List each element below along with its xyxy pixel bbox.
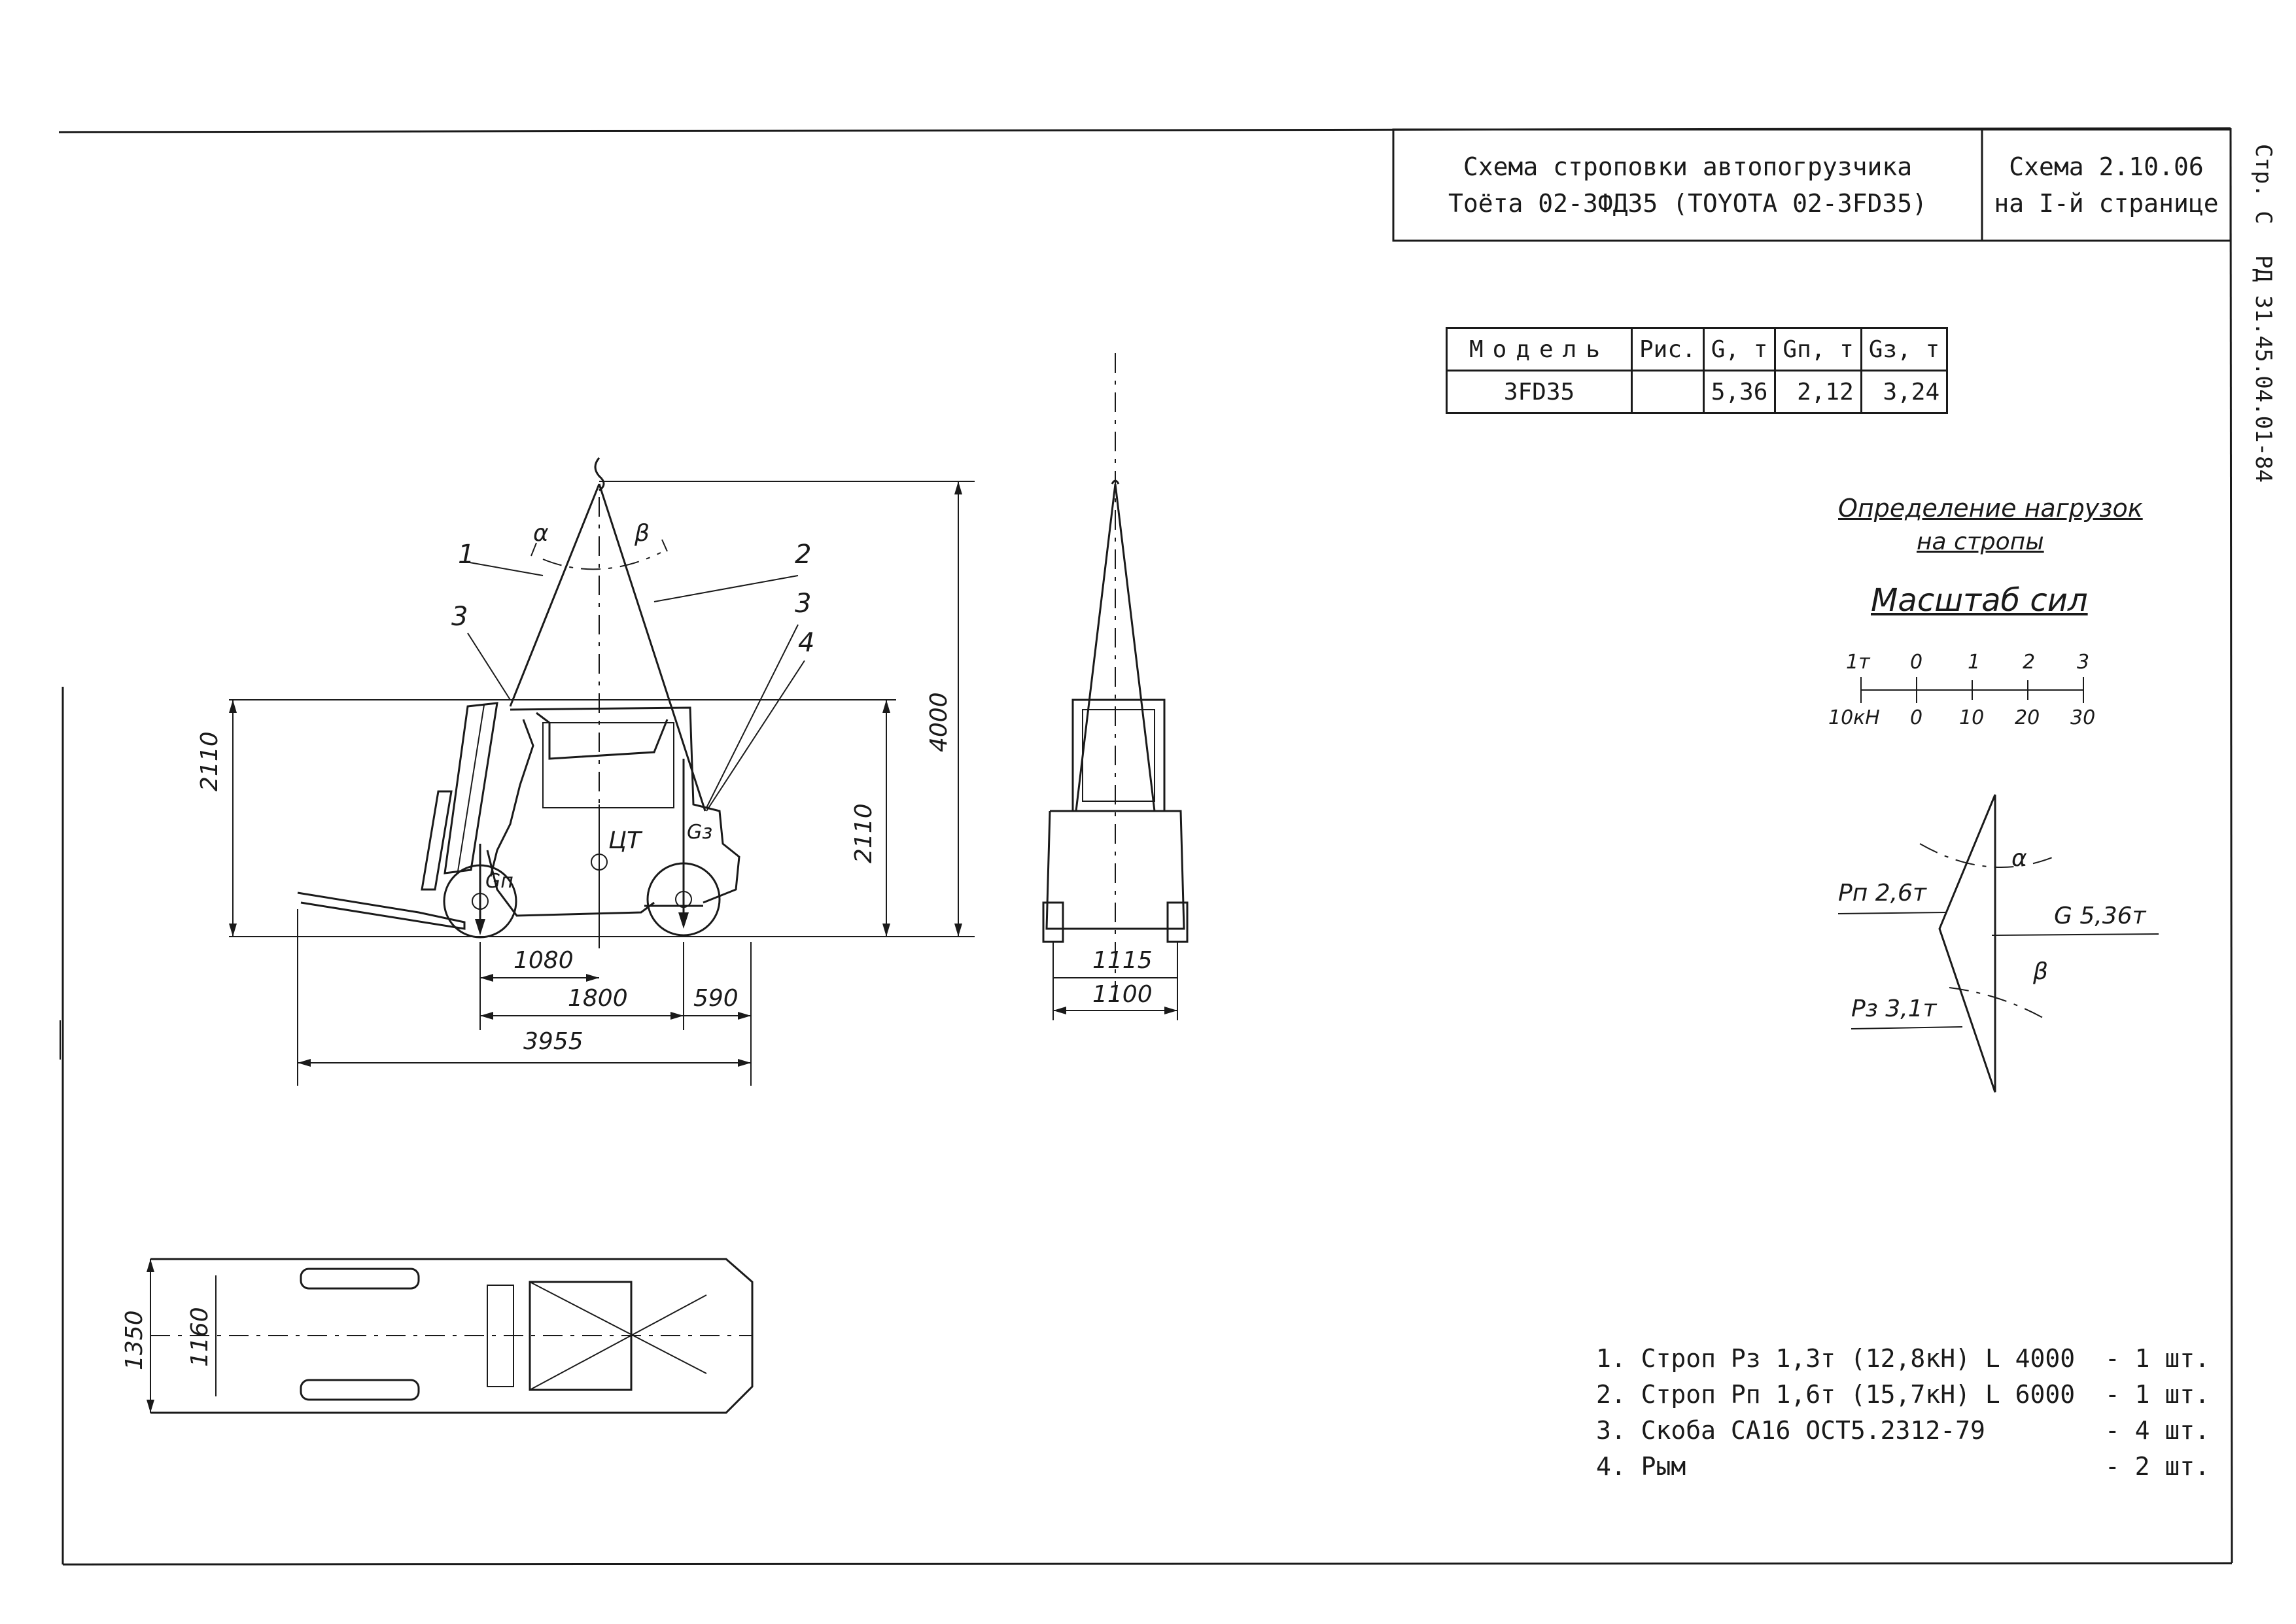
header-cell-gp: Gп, т	[1774, 327, 1862, 371]
table-row: 3FD35 5,36 2,12 3,24	[1446, 370, 1949, 414]
dim-1080: 1080	[513, 947, 574, 974]
header-cell-fig: Рис.	[1631, 327, 1705, 371]
spec-item-3: 3. Скоба СА16 ОСТ5.2312-79 - 4 шт.	[1596, 1416, 2210, 1445]
cell-model: 3FD35	[1446, 370, 1633, 414]
scale-bottom-unit: 10кН	[1828, 706, 1880, 729]
header-cell-model: Модель	[1446, 327, 1633, 371]
callout-2: 2	[795, 540, 812, 570]
title-block: Схема строповки автопогрузчика Тоёта 02-…	[1393, 130, 1982, 241]
page-stamp: Стр. С	[2250, 144, 2276, 224]
spec-item-4: 4. Рым - 2 шт.	[1596, 1452, 2210, 1481]
spec-item-2: 2. Строп Pп 1,6т (15,7кН) L 6000 - 1 шт.	[1596, 1380, 2210, 1409]
scale-top-1: 1	[1968, 651, 1981, 674]
scale-bottom-20: 20	[2015, 706, 2040, 729]
cell-g: 5,36	[1702, 370, 1777, 414]
dim-590: 590	[693, 985, 739, 1012]
center-of-gravity-label: ЦТ	[608, 827, 641, 854]
angle-beta: β	[635, 520, 650, 547]
scale-top-unit: 1т	[1846, 651, 1870, 674]
force-label-g: G 5,36т	[2054, 903, 2146, 929]
forklift-rear-view	[1042, 353, 1189, 1020]
scheme-number: Схема 2.10.06	[2009, 152, 2204, 181]
force-label-beta: β	[2033, 958, 2048, 985]
dim-height-right: 2110	[850, 803, 877, 863]
forklift-side-view	[229, 457, 975, 1086]
dim-3955: 3955	[523, 1028, 583, 1055]
dim-1800: 1800	[568, 985, 628, 1012]
force-label-pn: Pп 2,6т	[1838, 880, 1926, 907]
callout-1: 1	[458, 540, 475, 570]
scale-top-3: 3	[2077, 651, 2090, 674]
scheme-ref-block: Схема 2.10.06 на I-й странице	[1982, 130, 2231, 241]
force-heading-line-2: на стропы	[1917, 528, 2044, 555]
scale-title: Масштаб сил	[1871, 582, 2088, 619]
dim-1160: 1160	[186, 1307, 213, 1367]
dim-1115: 1115	[1092, 947, 1153, 974]
angle-alpha: α	[533, 520, 549, 547]
dim-1100: 1100	[1092, 981, 1153, 1008]
frame-right-line	[2229, 128, 2233, 1564]
scale-bottom-10: 10	[1959, 706, 1985, 729]
spec-item-1: 1. Строп Pз 1,3т (12,8кН) L 4000 - 1 шт.	[1596, 1344, 2210, 1373]
title-line-1: Схема строповки автопогрузчика	[1463, 152, 1913, 181]
cell-gp: 2,12	[1774, 370, 1862, 414]
parameters-table: Модель Рис. G, т Gп, т Gз, т 3FD35 5,36 …	[1446, 327, 1949, 414]
dim-1350: 1350	[121, 1310, 148, 1370]
title-block-frame	[1392, 128, 2232, 242]
scheme-page-ref: на I-й странице	[1994, 189, 2219, 218]
force-scale-bar	[1860, 677, 2084, 703]
callout-3-left: 3	[451, 602, 468, 632]
forklift-plan-view	[147, 1258, 754, 1414]
gz-label: Gз	[687, 821, 713, 844]
table-header-row: Модель Рис. G, т Gп, т Gз, т	[1446, 327, 1949, 371]
force-heading-line-1: Определение нагрузок	[1838, 494, 2143, 523]
scale-top-0: 0	[1910, 651, 1923, 674]
cell-fig	[1631, 370, 1705, 414]
cell-gz: 3,24	[1860, 370, 1949, 414]
dim-hook-height: 4000	[926, 692, 952, 752]
scale-bottom-0: 0	[1910, 706, 1923, 729]
callout-4: 4	[798, 628, 815, 658]
scale-bottom-30: 30	[2070, 706, 2096, 729]
header-cell-gz: Gз, т	[1860, 327, 1949, 371]
header-cell-g: G, т	[1702, 327, 1777, 371]
gp-label: Gп	[485, 870, 513, 893]
title-line-2: Тоёта 02-3ФД35 (TOYOTA 02-3FD35)	[1448, 189, 1928, 218]
force-label-alpha: α	[2011, 845, 2027, 872]
dim-height-left: 2110	[196, 731, 223, 791]
document-code: РД 31.45.04.01-84	[2250, 255, 2276, 483]
force-triangle-diagram	[1837, 794, 2159, 1093]
force-label-pz: Pз 3,1т	[1851, 995, 1937, 1022]
frame-bottom-line	[62, 1562, 2233, 1566]
callout-3-right: 3	[795, 589, 812, 619]
scale-top-2: 2	[2023, 651, 2036, 674]
